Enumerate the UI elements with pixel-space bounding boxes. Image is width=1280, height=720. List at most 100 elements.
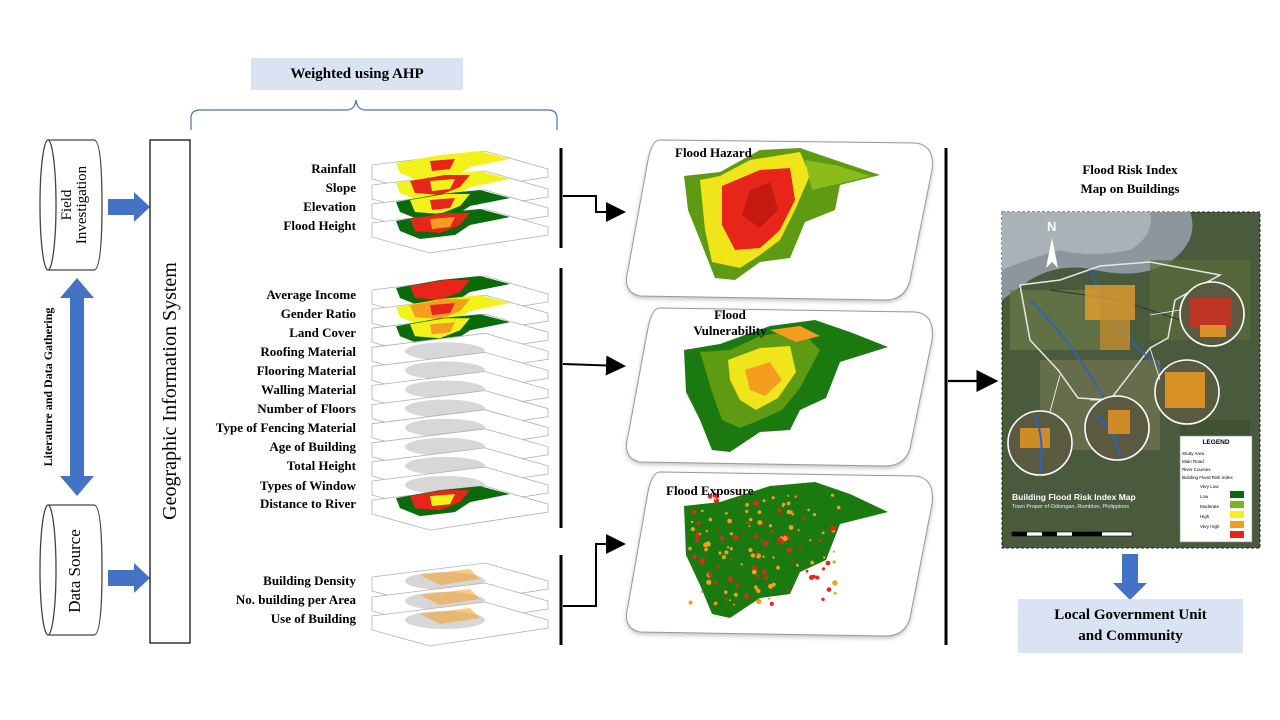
exposure-dot [730,558,733,561]
exposure-dot [746,520,750,525]
exposure-dot [699,558,705,564]
exposure-dot [705,529,709,533]
exposure-dot [794,495,797,498]
exposure-dot [798,547,802,551]
legend-heading: LEGEND [1202,439,1230,446]
legend-line: Main Road [1182,459,1204,464]
exposure-dot [786,501,791,506]
layer-fill [430,179,455,191]
vulnerability-layer-stack [371,275,549,531]
exposure-dot [815,575,820,580]
exposure-connector [563,534,626,607]
exposure-dot [807,508,810,512]
exposure-dot [791,559,795,562]
exposure-dot [729,599,731,602]
exposure-dot [724,598,728,601]
vulnerability-map-title: Flood Vulnerability [693,307,767,338]
exposure-dot [797,529,800,532]
layer-label: Roofing Material [260,344,356,359]
exposure-dot [809,539,812,542]
exposure-dot [751,569,757,575]
layer-label: Elevation [303,199,356,214]
hazard-layer-stack [371,150,549,254]
literature-double-arrow [60,278,94,496]
exposure-dot [694,538,700,543]
exposure-dot [762,555,765,558]
exposure-dot [787,589,791,593]
ahp-weight-label: Weighted using AHP [290,65,424,82]
hazard-connector [563,195,626,222]
exposure-dot [786,547,792,553]
exposure-dot [763,576,768,581]
exposure-dot [708,517,713,522]
layer-label: Flood Height [283,218,356,233]
exposure-dot [721,555,727,560]
exposure-dot [788,525,794,530]
layer-fill [430,284,455,296]
exposure-map-title: Flood Exposure [666,483,754,498]
legend-swatch [1230,531,1244,538]
field-investigation-cylinder [39,139,103,271]
legend-swatch [1230,521,1244,528]
exposure-dot [756,574,760,578]
exposure-dot [760,539,763,542]
hazard-map-title: Flood Hazard [675,145,752,160]
exposure-dot [745,503,749,507]
layer-label: Walling Material [261,382,356,397]
exposure-dot [732,534,738,541]
field-investigation-label: Field Investigation [59,165,90,245]
layer-fill [430,494,455,507]
hazard-labels: Rainfall Slope Elevation Flood Height [200,158,356,238]
layer-label: Distance to River [259,496,356,511]
legend-swatch [1230,511,1244,518]
exposure-dot [786,509,791,515]
exposure-dot [716,527,720,530]
exposure-dot [757,520,763,525]
risk-map-inner-title: Building Flood Risk Index Map [1012,492,1136,502]
exposure-dot [744,594,750,599]
exposure-dot [771,582,776,587]
exposure-dot [688,600,693,605]
layer-fill [430,322,455,335]
exposure-dot [776,542,780,545]
risk-index-map [1001,211,1261,549]
exposure-dot [748,548,753,553]
exposure-dot [714,498,717,501]
exposure-dot [809,575,814,580]
exposure-dot [829,525,836,532]
exposure-dot [796,563,799,567]
layer-fill [420,608,480,624]
layer-fill [430,217,455,229]
exposure-dot [724,550,729,555]
exposure-dot [830,493,835,497]
field-to-gis-arrow [108,192,150,222]
exposure-dot [753,500,759,507]
layer-fill [420,569,480,585]
vulnerability-map-card [626,307,933,467]
legend-line: Building Flood Risk Index [1182,475,1233,480]
legend: LEGEND Study Area Main Road River Course… [1182,438,1250,540]
exposure-map-card [626,471,933,637]
exposure-dot [735,583,739,587]
legend-swatch [1230,491,1244,498]
layer-fill [430,303,455,316]
layer-label: No. building per Area [235,592,356,607]
exposure-dot [822,556,826,559]
exposure-dot [700,590,703,594]
exposure-dot [691,509,696,515]
exposure-dot [787,494,790,497]
exposure-dot [762,541,768,547]
exposure-dot [781,504,785,508]
exposure-dot [729,547,733,551]
exposure-dot [741,532,744,535]
exposure-dot [725,512,728,515]
legend-line: Study Area [1182,451,1205,456]
exposure-dot [706,579,712,585]
lgu-community-box: Local Government Unit and Community [1018,599,1243,653]
exposure-dot [780,540,785,545]
exposure-dot [768,524,773,528]
exposure-dot [812,513,817,517]
exposure-dot [762,499,766,503]
exposure-dot [768,583,774,589]
